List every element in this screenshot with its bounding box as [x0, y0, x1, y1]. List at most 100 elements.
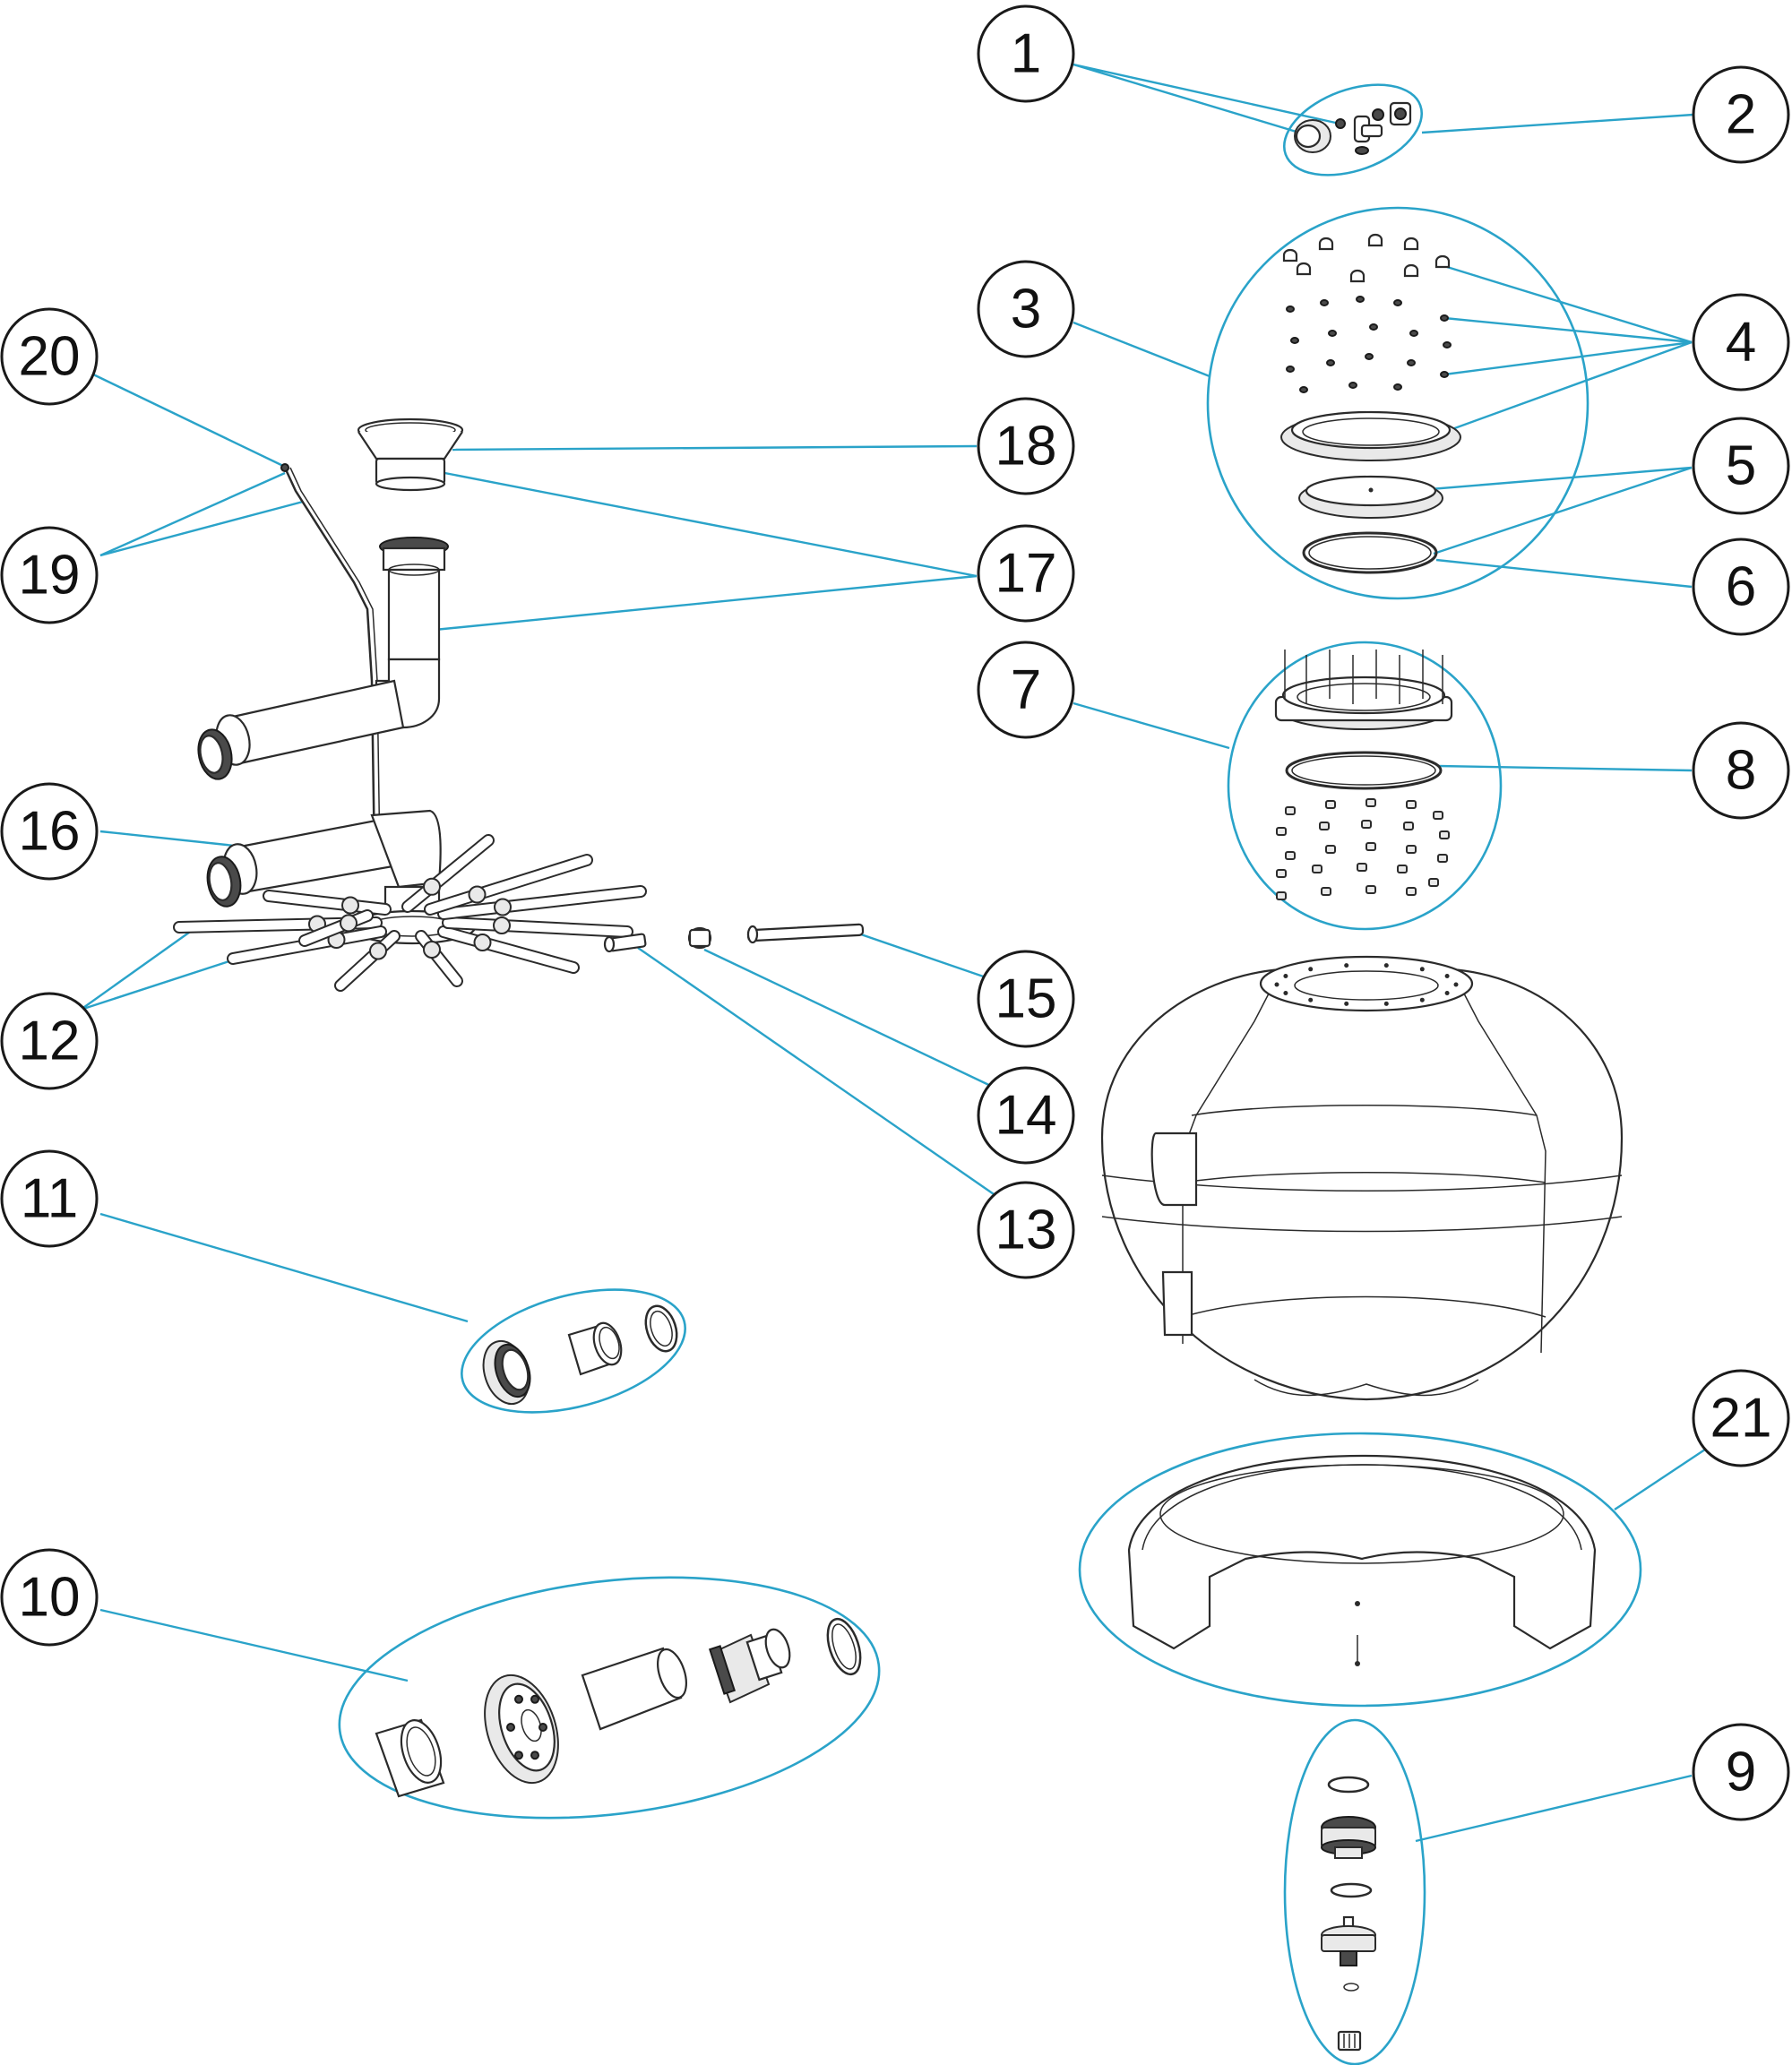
leader-4d [1449, 340, 1693, 432]
bolt-head [1296, 262, 1312, 276]
tank-bolt-hole [1419, 997, 1425, 1002]
flange-nut [1276, 891, 1287, 900]
callout-14: 14 [977, 1066, 1075, 1165]
lid-assembly [1280, 233, 1461, 574]
callout-10: 10 [0, 1548, 99, 1647]
lateral-fitting [494, 898, 512, 916]
nut [1320, 299, 1329, 306]
flange-bolt-hole [514, 1751, 523, 1760]
leader-4c [1443, 340, 1693, 376]
lateral-body [444, 918, 632, 936]
callout-labels: 1 2 3 4 5 6 7 8 9 10 11 12 13 14 15 16 1… [0, 4, 1790, 1821]
flange-nut [1406, 800, 1417, 809]
nut [1365, 353, 1374, 360]
flange-nut [1285, 806, 1296, 815]
callout-20-label: 20 [19, 326, 81, 388]
nut [1440, 314, 1449, 322]
leader-20 [89, 371, 284, 468]
leader-4b [1443, 316, 1693, 344]
tank-bolt-hole [1383, 1001, 1389, 1006]
tank-bolt-hole [1274, 982, 1279, 987]
flange-nut [1366, 885, 1376, 894]
flange-nut [1433, 811, 1443, 820]
callout-1: 1 [977, 4, 1075, 103]
flange-nut [1406, 887, 1417, 896]
bolt-head [1349, 269, 1366, 283]
tank-bolt-hole [1383, 963, 1389, 968]
flange-bolt-hole [514, 1694, 523, 1704]
nut [1393, 383, 1402, 391]
group-oval-3 [1206, 206, 1590, 600]
lateral-body [439, 927, 578, 972]
leader-7 [1073, 701, 1230, 750]
leader-17b [407, 464, 978, 578]
flange-nut [1397, 865, 1408, 873]
callout-9: 9 [1692, 1723, 1790, 1821]
callout-15: 15 [977, 950, 1075, 1048]
callout-16-label: 16 [19, 801, 81, 863]
leader-5b [1433, 466, 1693, 555]
flange-nut [1319, 822, 1330, 830]
tank-bolt-hole [1444, 974, 1450, 978]
leader-18 [452, 444, 978, 452]
callout-2-label: 2 [1726, 84, 1756, 146]
drain-assembly [1321, 1776, 1376, 2052]
flange-nut [1276, 827, 1287, 836]
lateral-body [439, 887, 645, 918]
flange-bolt-hole [538, 1723, 547, 1732]
tank-bolt-hole [1308, 967, 1314, 972]
group-oval-10 [338, 1576, 881, 1820]
group-outlines [338, 83, 1642, 2065]
flange-assembly [1274, 650, 1453, 900]
leader-17a [416, 574, 978, 633]
callout-11: 11 [0, 1149, 99, 1248]
nut [1348, 382, 1357, 389]
callout-21-label: 21 [1710, 1388, 1772, 1450]
callout-8-label: 8 [1726, 740, 1756, 802]
flange-bolt-hole [530, 1694, 539, 1704]
callout-8: 8 [1692, 721, 1790, 820]
flange-nut [1361, 820, 1372, 829]
group-oval-21 [1078, 1432, 1642, 1708]
leader-12b [80, 957, 238, 1011]
bolt-head [1403, 237, 1419, 251]
tank-bolt-hole [1344, 1001, 1349, 1006]
nut [1290, 337, 1299, 344]
lateral-body [336, 932, 399, 990]
flange-nut [1321, 887, 1331, 896]
lateral-fitting [340, 914, 358, 933]
leader-8 [1437, 764, 1693, 772]
callout-5: 5 [1692, 417, 1790, 515]
leader-1b [1073, 63, 1300, 134]
lateral-fitting [423, 877, 441, 896]
leader-19b [99, 500, 304, 557]
bolt-head [1403, 263, 1419, 278]
leader-5a [1408, 466, 1693, 493]
union-kit-11 [482, 1304, 678, 1406]
lateral-body [426, 856, 591, 914]
tank-bolt-hole [1308, 997, 1314, 1002]
flange-nut [1357, 863, 1367, 872]
filter-tank [1100, 955, 1624, 1401]
group-oval-2 [1282, 83, 1424, 176]
tank-base [1127, 1454, 1597, 1666]
nut [1440, 371, 1449, 378]
flange-nut [1285, 851, 1296, 860]
leader-10 [99, 1608, 409, 1682]
tank-bolt-hole [1344, 963, 1349, 968]
callout-3-label: 3 [1011, 279, 1041, 340]
callout-4: 4 [1692, 293, 1790, 391]
callout-12-label: 12 [19, 1011, 81, 1072]
leader-2 [1421, 113, 1694, 134]
tank-bolt-hole [1444, 991, 1450, 995]
flange-nut [1437, 854, 1448, 863]
lateral-body [264, 891, 390, 914]
nut [1356, 296, 1365, 303]
callout-17: 17 [977, 524, 1075, 623]
nut [1328, 330, 1337, 337]
lateral-fitting [473, 934, 492, 951]
internal-pipework [173, 417, 865, 992]
air-valve-assembly [1294, 101, 1412, 155]
leader-6 [1435, 558, 1693, 589]
group-oval-11 [461, 1288, 686, 1414]
